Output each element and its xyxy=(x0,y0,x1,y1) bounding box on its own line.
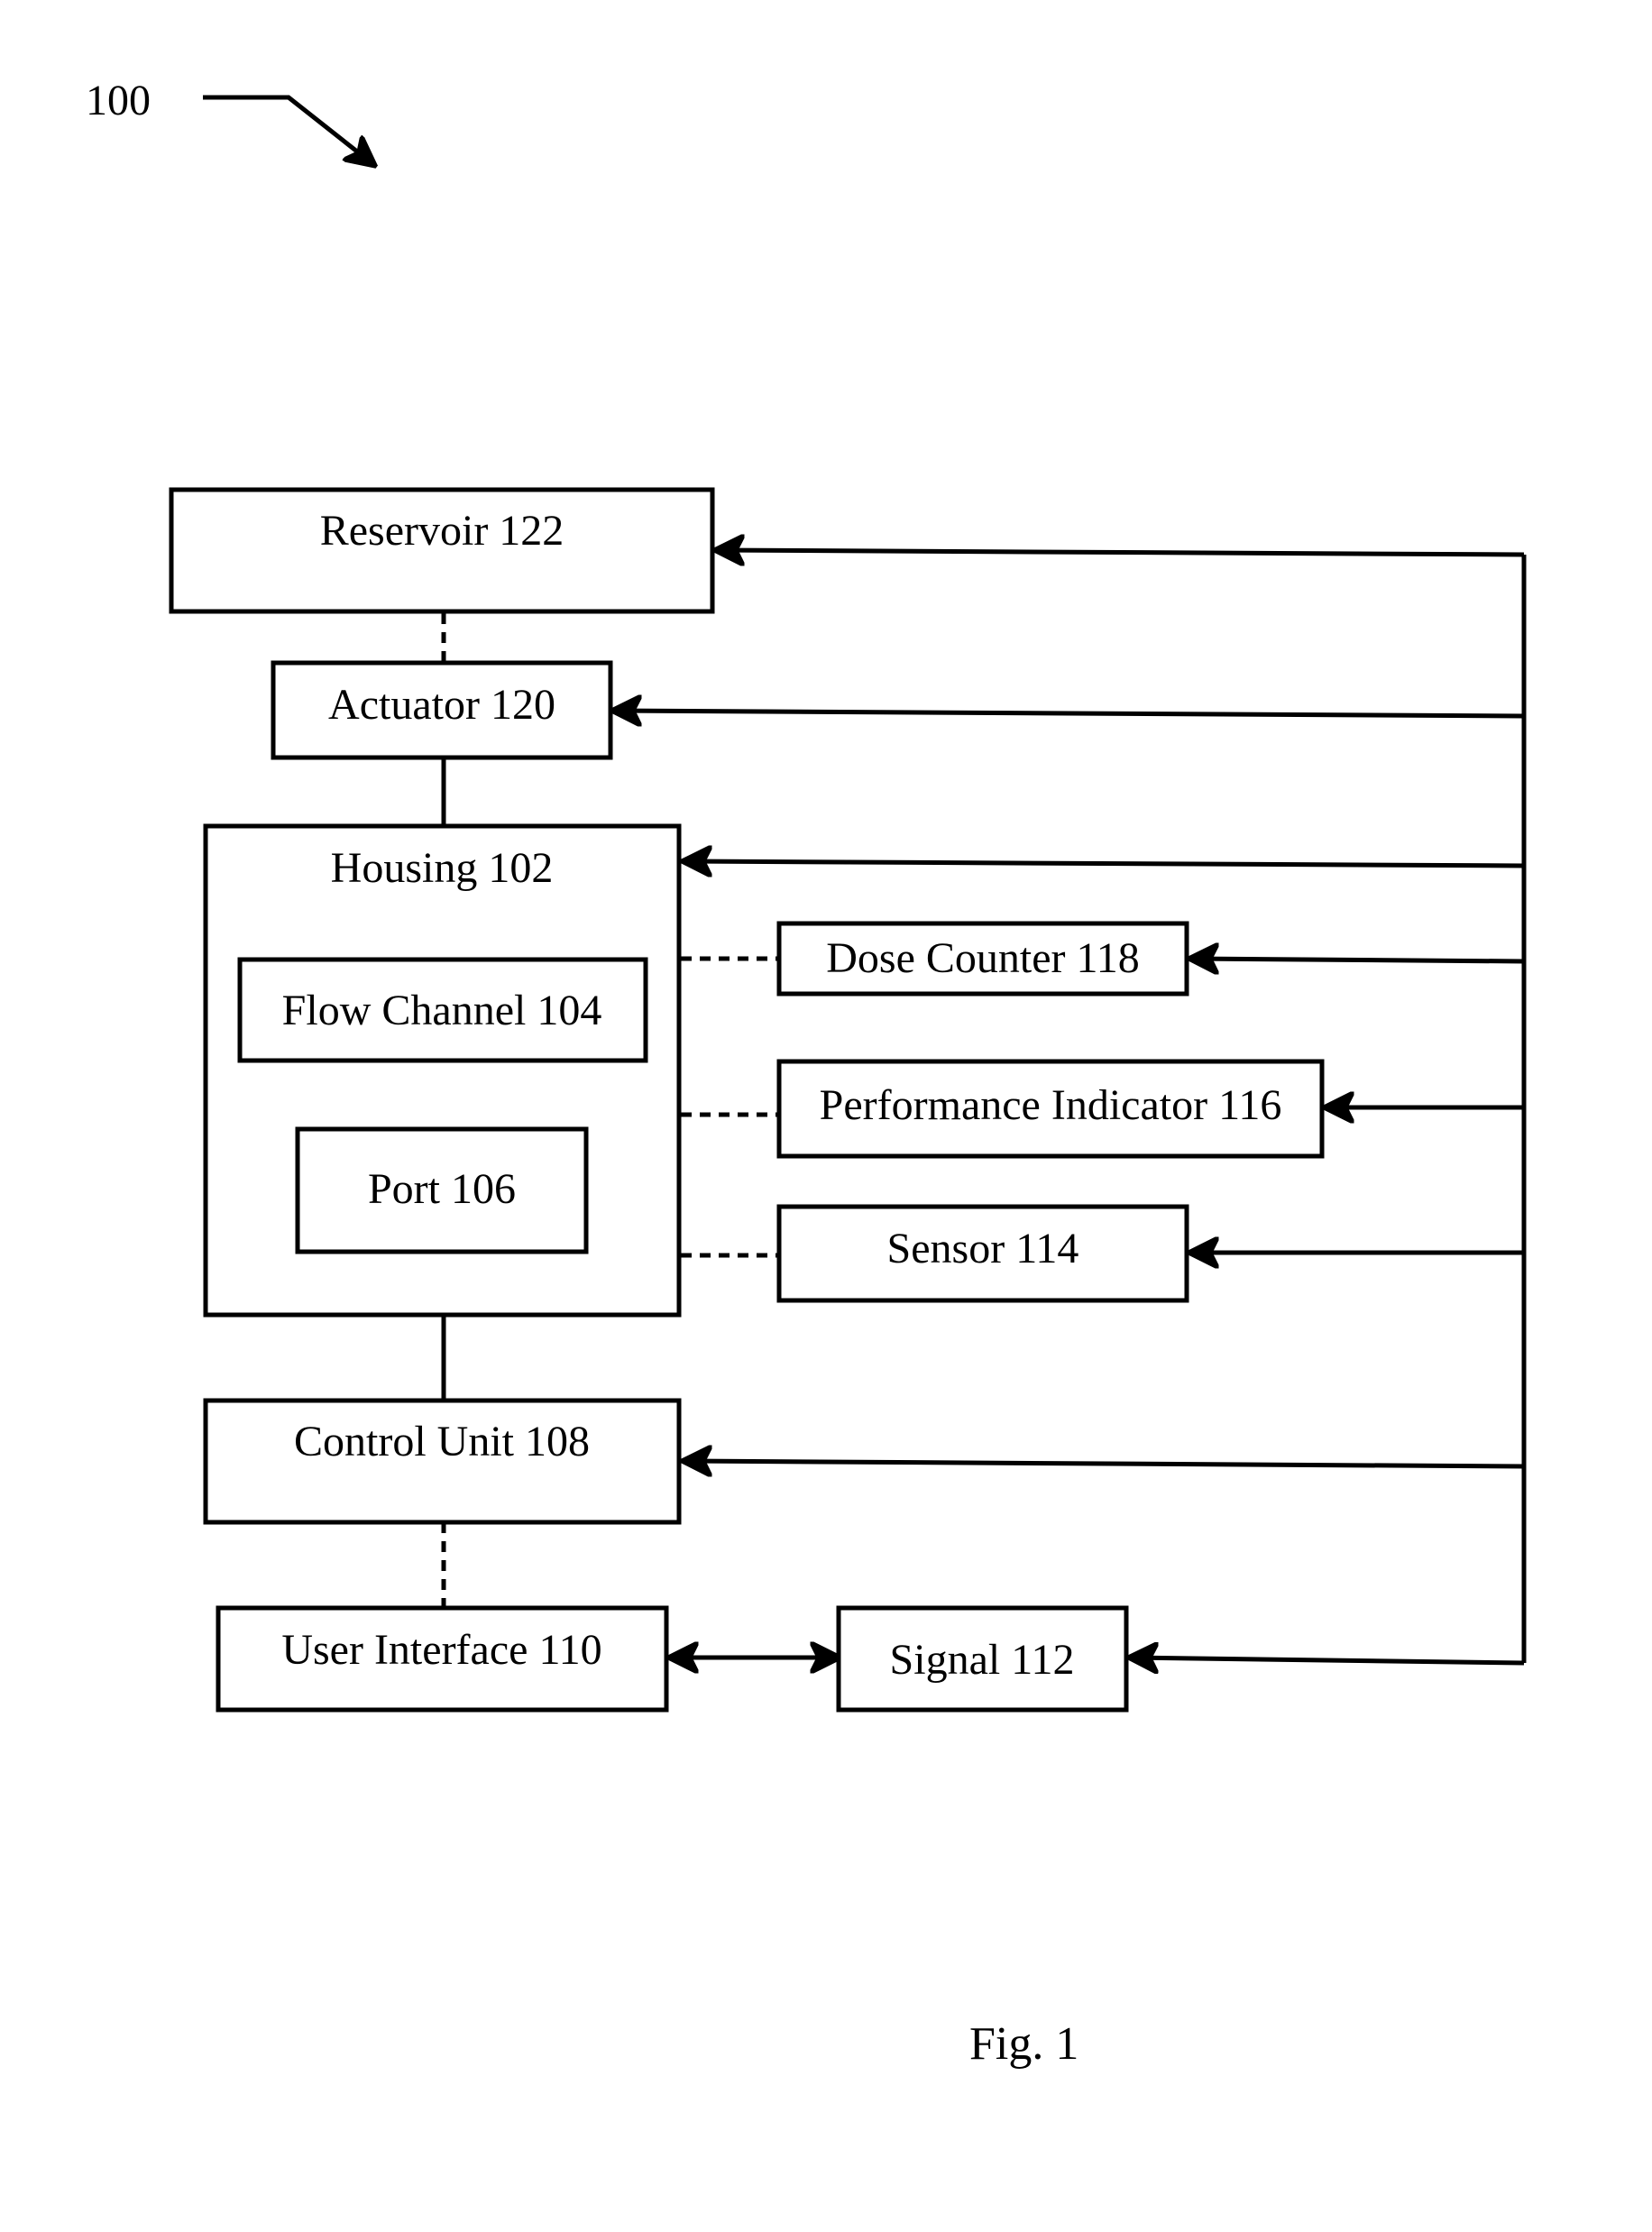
flow-channel-block: Flow Channel 104 xyxy=(240,960,646,1061)
performance-indicator-label: Performance Indicator 116 xyxy=(820,1081,1282,1129)
bus-to-actuator-arrow xyxy=(613,711,1524,716)
figure-caption: Fig. 1 xyxy=(969,2018,1078,2070)
port-label: Port 106 xyxy=(368,1165,516,1213)
reservoir-block: Reservoir 122 xyxy=(171,490,712,611)
bus-to-dose-counter-arrow xyxy=(1190,959,1524,961)
control-unit-block: Control Unit 108 xyxy=(206,1401,679,1522)
bus-to-control-unit-arrow xyxy=(684,1461,1524,1466)
signal-block: Signal 112 xyxy=(839,1608,1126,1710)
dose-counter-label: Dose Counter 118 xyxy=(826,934,1140,982)
user-interface-block: User Interface 110 xyxy=(218,1608,666,1710)
sensor-label: Sensor 114 xyxy=(887,1225,1079,1272)
signal-label: Signal 112 xyxy=(890,1636,1075,1684)
user-interface-label: User Interface 110 xyxy=(281,1626,601,1674)
bus-to-signal-arrow xyxy=(1130,1658,1524,1663)
flow-channel-label: Flow Channel 104 xyxy=(282,987,602,1034)
actuator-block: Actuator 120 xyxy=(273,663,610,758)
reservoir-label: Reservoir 122 xyxy=(320,507,564,555)
housing-label: Housing 102 xyxy=(331,844,554,892)
sensor-block: Sensor 114 xyxy=(779,1207,1187,1300)
housing-block: Housing 102 Flow Channel 104 Port 106 xyxy=(206,826,679,1315)
port-block: Port 106 xyxy=(298,1129,586,1252)
bus-to-reservoir-arrow xyxy=(716,550,1524,555)
performance-indicator-block: Performance Indicator 116 xyxy=(779,1061,1322,1156)
figure-ref-numeral: 100 xyxy=(86,77,151,124)
bus-to-housing-arrow xyxy=(684,861,1524,866)
ref-pointer-arrow xyxy=(203,97,374,165)
dose-counter-block: Dose Counter 118 xyxy=(779,923,1187,994)
control-unit-label: Control Unit 108 xyxy=(294,1418,590,1465)
actuator-label: Actuator 120 xyxy=(328,681,555,729)
